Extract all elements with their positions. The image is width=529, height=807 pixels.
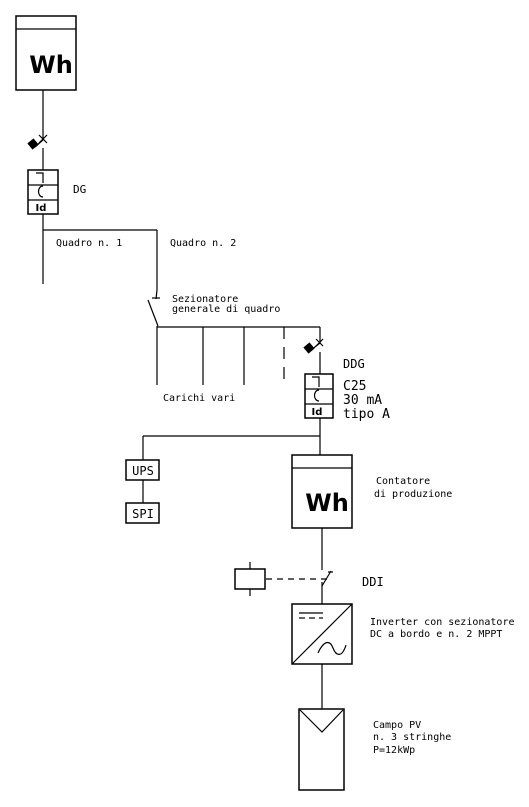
quadro2-busbar — [157, 326, 320, 385]
production-energy-meter: Wh — [291, 454, 353, 529]
dg-id-symbol: Id — [36, 203, 47, 214]
ddg-id-symbol: Id — [312, 407, 323, 418]
inverter — [291, 603, 353, 665]
pv-field — [298, 708, 345, 791]
ddi-label: DDI — [362, 575, 384, 589]
ups-label: UPS — [132, 464, 154, 478]
ddg-type: tipo A — [343, 407, 390, 422]
ddg-label: DDG — [343, 357, 365, 371]
production-meter-label: Wh — [305, 489, 349, 517]
main-meter-label: Wh — [29, 51, 73, 79]
sezionatore-label-1: Sezionatore — [172, 294, 238, 305]
main-energy-meter: Wh — [15, 15, 77, 91]
spi-box: SPI — [125, 502, 160, 524]
campo-label-1: Campo PV — [373, 720, 421, 731]
contatore-label-1: Contatore — [376, 476, 430, 487]
ddg-differential-device: Id — [304, 373, 334, 419]
ups-box: UPS — [125, 459, 160, 481]
dg-differential-device: Id — [27, 169, 59, 215]
ddg-current: 30 mA — [343, 393, 382, 408]
contatore-label-2: di produzione — [374, 489, 452, 500]
campo-label-2: n. 3 stringhe — [373, 732, 451, 743]
carichi-label: Carichi vari — [163, 393, 235, 404]
quadro1-label: Quadro n. 1 — [56, 238, 122, 249]
ddg-breaker-switch — [303, 327, 324, 374]
spi-label: SPI — [132, 507, 154, 521]
inverter-label-2: DC a bordo e n. 2 MPPT — [370, 629, 502, 640]
ddg-rating: C25 — [343, 379, 366, 394]
quadro2-label: Quadro n. 2 — [170, 238, 236, 249]
campo-label-3: P=12kWp — [373, 745, 415, 756]
inverter-label-1: Inverter con sezionatore — [370, 617, 515, 628]
dg-breaker-switch — [27, 130, 48, 170]
general-disconnector — [147, 289, 160, 385]
dg-label: DG — [73, 183, 86, 196]
sezionatore-label-2: generale di quadro — [172, 304, 280, 315]
ddi-interface-device — [234, 562, 333, 604]
